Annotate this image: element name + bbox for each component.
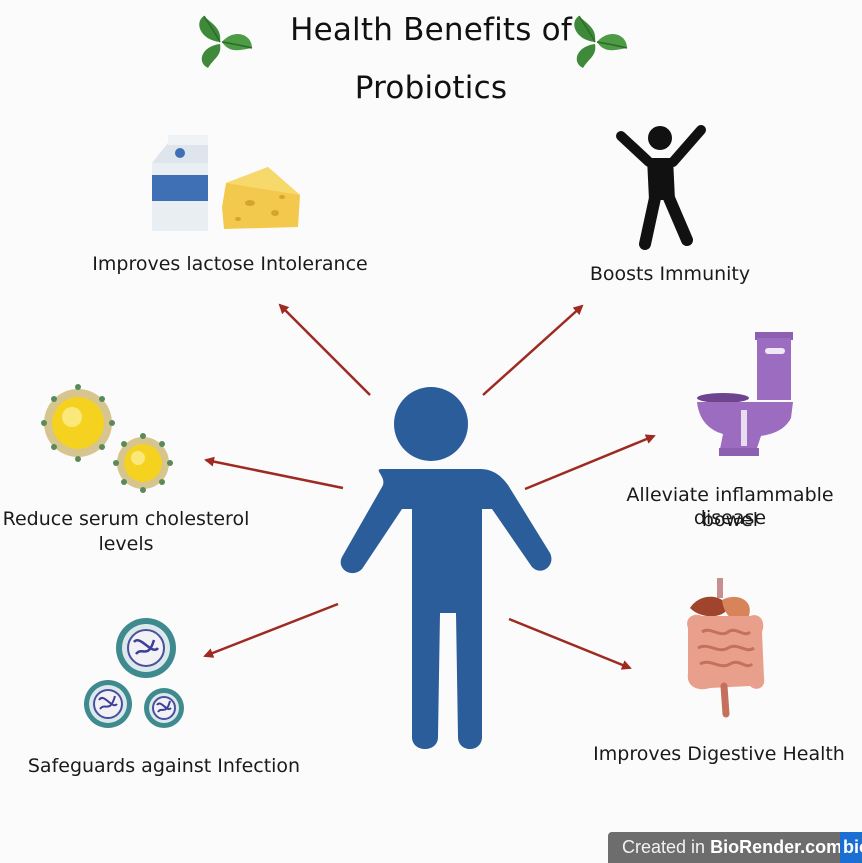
benefit-label-immunity: Boosts Immunity (589, 263, 751, 285)
toilet-icon (697, 332, 793, 456)
benefit-label-infection: Safeguards against Infection (27, 755, 301, 777)
arrow-to-digestive (508, 617, 632, 670)
cholesterol-icon (41, 384, 173, 493)
biorender-logo-icon: bio (840, 832, 862, 863)
arrow-to-infection (203, 602, 339, 658)
benefit-label-cholesterol-line1: Reduce serum cholesterol (2, 508, 250, 530)
title-line-2: Probiotics (354, 70, 508, 106)
virus-icon (84, 618, 184, 728)
biorender-watermark[interactable]: Created in BioRender.com bio (608, 832, 862, 863)
digestive-system-icon (687, 578, 765, 718)
benefit-label-bowel-line2: disease (693, 507, 767, 529)
benefit-label-digestive: Improves Digestive Health (593, 743, 845, 765)
arrow-to-bowel (524, 434, 656, 491)
watermark-brand: BioRender.com (710, 837, 843, 857)
person-cheering-icon (616, 125, 706, 250)
arrow-to-cholesterol (204, 456, 344, 490)
benefit-label-lactose: Improves lactose Intolerance (92, 253, 368, 275)
arrow-to-lactose (278, 303, 371, 396)
leaf-icon (574, 15, 628, 68)
arrow-to-immunity (482, 304, 584, 396)
benefit-label-bowel-line1: Alleviate inflammable bowel (626, 484, 834, 531)
title-line-1: Health Benefits of (290, 12, 572, 48)
milk-cheese-icon (152, 135, 300, 231)
leaf-icon (199, 15, 253, 68)
watermark-prefix: Created in (622, 837, 706, 857)
benefit-label-cholesterol-line2: levels (98, 533, 154, 555)
person-icon (340, 387, 552, 749)
